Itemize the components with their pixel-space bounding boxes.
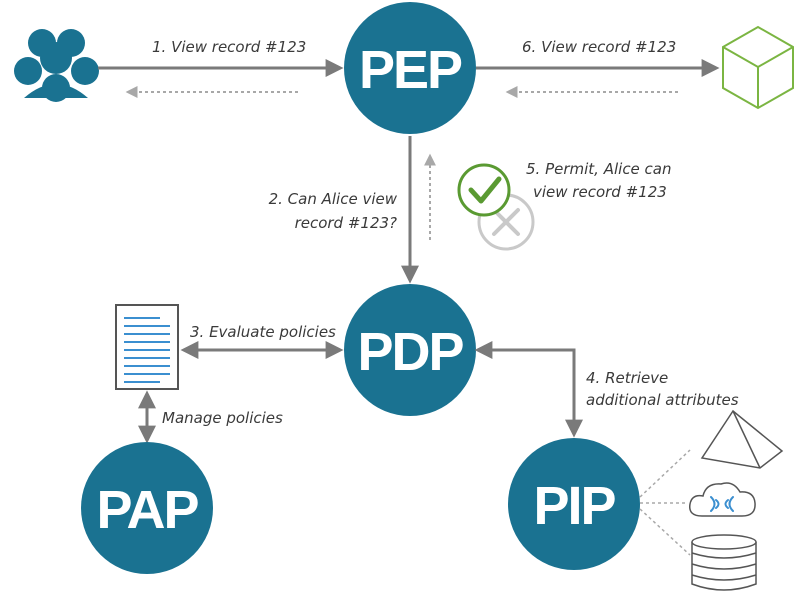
policy-document-icon xyxy=(115,304,179,390)
users-group-icon xyxy=(14,29,99,102)
pap-node: PAP xyxy=(81,442,213,574)
pyramid-icon xyxy=(700,409,784,469)
pip-node: PIP xyxy=(508,438,640,570)
step-2-label-line2: record #123? xyxy=(295,214,397,232)
pap-label: PAP xyxy=(96,480,198,540)
step-5-label-line1: 5. Permit, Alice can xyxy=(526,160,672,178)
step-4-label-line2: additional attributes xyxy=(586,391,739,409)
pep-label: PEP xyxy=(359,40,462,100)
step-5-label-line2: view record #123 xyxy=(533,183,667,201)
cloud-signal-icon xyxy=(689,482,756,517)
database-icon xyxy=(691,534,757,591)
step-3-label: 3. Evaluate policies xyxy=(190,323,336,341)
manage-policies-label: Manage policies xyxy=(162,409,283,427)
step-1-label: 1. View record #123 xyxy=(152,38,306,56)
pip-source-connectors xyxy=(639,449,691,556)
step-2-label-line1: 2. Can Alice view xyxy=(269,190,398,208)
step-4-label-line1: 4. Retrieve xyxy=(586,369,668,387)
pip-label: PIP xyxy=(533,476,615,536)
step-6-label: 6. View record #123 xyxy=(522,38,676,56)
pdp-label: PDP xyxy=(357,322,463,382)
pep-node: PEP xyxy=(344,2,476,134)
check-circle-icon xyxy=(457,163,511,217)
arrow-retrieve-attributes xyxy=(474,341,583,438)
cube-icon xyxy=(722,25,794,110)
pdp-node: PDP xyxy=(344,284,476,416)
